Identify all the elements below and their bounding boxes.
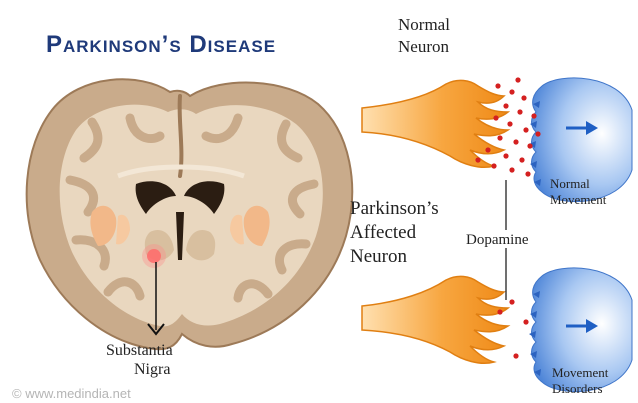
watermark: © www.medindia.net bbox=[12, 386, 131, 401]
brain-cross-section bbox=[27, 79, 353, 349]
normal-neuron bbox=[362, 80, 508, 167]
normal-movement-label-line2: Movement bbox=[550, 192, 607, 207]
normal-movement-label-line1: Normal bbox=[550, 176, 590, 191]
longitudinal-fissure bbox=[180, 96, 182, 176]
affected-neuron-label-line2: Affected bbox=[350, 222, 417, 243]
affected-neuron bbox=[362, 276, 508, 363]
affected-neuron-terminal bbox=[362, 276, 508, 363]
diagram-title: Parkinson’s Disease bbox=[46, 31, 276, 58]
substantia-nigra-glow bbox=[142, 244, 166, 268]
substantia-nigra-label-line2: Nigra bbox=[134, 361, 170, 378]
affected-neuron-label-line3: Neuron bbox=[350, 246, 407, 267]
movement-disorders-label-line1: Movement bbox=[552, 365, 609, 380]
affected-neuron-label-line1: Parkinson’s bbox=[350, 198, 439, 219]
movement-disorders-label-line2: Disorders bbox=[552, 381, 603, 396]
normal-neuron-label-line1: Normal bbox=[398, 15, 450, 34]
dopamine-label: Dopamine bbox=[466, 232, 529, 248]
normal-neuron-label-line2: Neuron bbox=[398, 37, 449, 56]
substantia-nigra-label-line1: Substantia bbox=[106, 342, 173, 359]
normal-neuron-terminal bbox=[362, 80, 508, 167]
